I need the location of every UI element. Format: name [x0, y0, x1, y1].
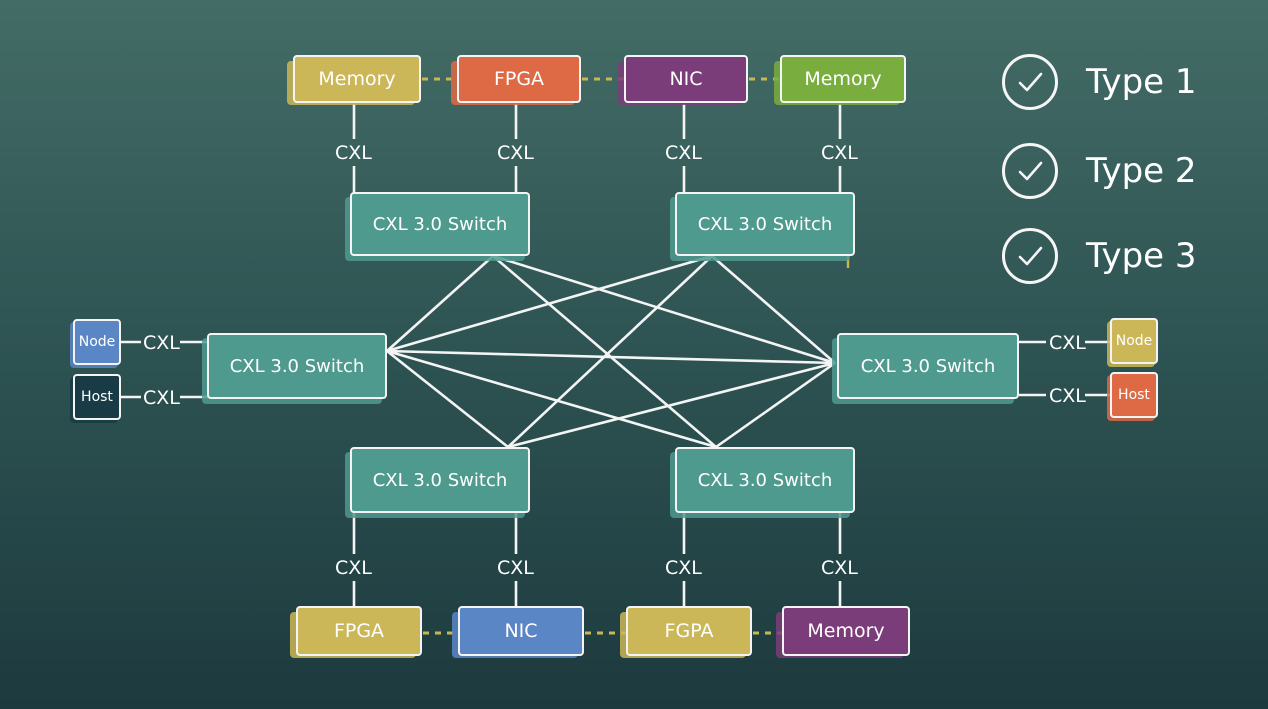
legend-label: Type 1 [1086, 62, 1197, 102]
check-circle-icon [1002, 228, 1058, 284]
cxl-link-label: CXL [1049, 332, 1086, 354]
cxl-link-label: CXL [1049, 385, 1086, 407]
switch-mesh-link [386, 255, 494, 352]
top-device-memory-1: Memory [287, 55, 421, 105]
cxl-link-label: CXL [335, 557, 372, 579]
cxl-link-label: CXL [821, 557, 858, 579]
left-endpoint-node: Node [70, 319, 121, 368]
top-device-nic: NIC [618, 55, 748, 105]
switch-top-left: CXL 3.0 Switch [345, 192, 530, 261]
legend-label: Type 3 [1086, 236, 1197, 276]
legend-item-type-1: Type 1 [1002, 54, 1197, 110]
switch-right: CXL 3.0 Switch [832, 333, 1019, 404]
switch-left: CXL 3.0 Switch [202, 333, 387, 404]
top-device-fpga: FPGA [451, 55, 581, 105]
legend-label: Type 2 [1086, 151, 1197, 191]
switch-mesh-link [711, 255, 836, 364]
cxl-link-label: CXL [143, 387, 180, 409]
check-circle-icon [1002, 54, 1058, 110]
legend-item-type-2: Type 2 [1002, 143, 1197, 199]
legend-item-type-3: Type 3 [1002, 228, 1197, 284]
switch-top-right: CXL 3.0 Switch [670, 192, 855, 261]
switch-bottom-left: CXL 3.0 Switch [345, 447, 530, 518]
cxl-link-label: CXL [143, 332, 180, 354]
right-endpoint-host: Host [1107, 372, 1158, 421]
check-circle-icon [1002, 143, 1058, 199]
cxl-link-label: CXL [665, 142, 702, 164]
right-endpoint-node: Node [1107, 318, 1158, 367]
left-endpoint-host: Host [70, 374, 121, 423]
cxl-link-label: CXL [665, 557, 702, 579]
switch-bottom-right: CXL 3.0 Switch [670, 447, 855, 518]
switch-mesh-link [492, 254, 836, 365]
switch-mesh-link [507, 255, 713, 448]
switch-mesh-link [386, 349, 509, 449]
cxl-link-label: CXL [335, 142, 372, 164]
switch-mesh-link [715, 361, 836, 449]
cxl-link-label: CXL [821, 142, 858, 164]
switch-mesh-link [386, 349, 717, 449]
switch-mesh-link [507, 361, 836, 449]
switch-mesh-link [492, 255, 717, 448]
switch-mesh-link [386, 349, 836, 365]
cxl-link-label: CXL [497, 557, 534, 579]
bottom-device-memory: Memory [776, 606, 910, 658]
bottom-device-fpga: FPGA [290, 606, 422, 658]
bottom-device-nic: NIC [452, 606, 584, 658]
bottom-device-fgpa: FGPA [620, 606, 752, 658]
cxl-link-label: CXL [497, 142, 534, 164]
top-device-memory-2: Memory [774, 55, 906, 105]
